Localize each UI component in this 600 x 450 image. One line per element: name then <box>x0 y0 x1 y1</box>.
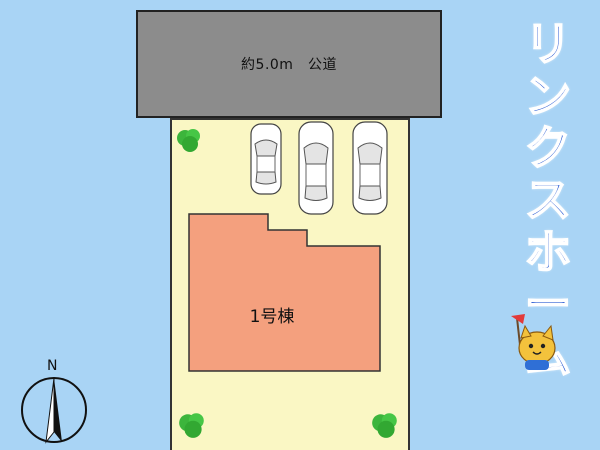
car-icon <box>352 121 388 215</box>
compass-icon <box>21 377 87 444</box>
brand-char: ホ <box>524 225 572 279</box>
brand-logo: リ ン ク ス ホ ー ム <box>512 17 584 383</box>
tree-icon <box>372 413 397 438</box>
brand-char: リ <box>524 17 572 71</box>
brand-char: ン <box>524 69 572 123</box>
road-label: 約5.0m 公道 <box>241 57 337 73</box>
public-road: 約5.0m 公道 <box>136 10 442 118</box>
brand-char: ー <box>524 277 572 331</box>
brand-char: ス <box>524 173 572 227</box>
compass-north-label: N <box>47 358 58 374</box>
car-icon <box>250 123 282 195</box>
building-label: 1号棟 <box>249 307 295 327</box>
tree-icon <box>177 129 200 152</box>
car-icon <box>298 121 334 215</box>
brand-char: ク <box>524 121 572 175</box>
tree-icon <box>179 413 204 438</box>
mascot-icon <box>511 314 556 370</box>
